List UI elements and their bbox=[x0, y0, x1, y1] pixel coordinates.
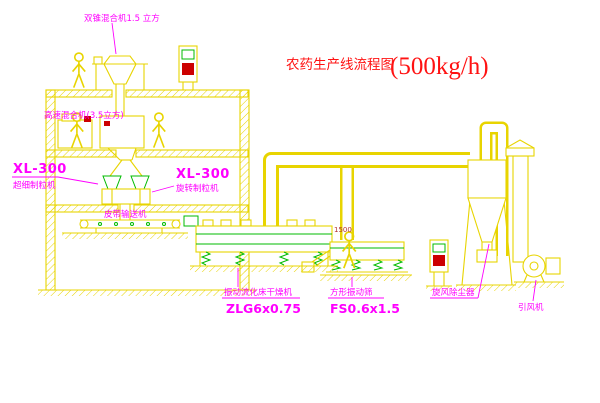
cabinet-panel bbox=[432, 243, 446, 253]
fan-motor bbox=[545, 257, 561, 275]
cyclone-separator bbox=[461, 159, 513, 286]
mixer-motor bbox=[93, 56, 103, 65]
dryer-exhaust-duct bbox=[263, 152, 470, 236]
label-high-speed-mixer: 高速混合机(3.5立方) bbox=[44, 110, 124, 121]
conveyor-pulley bbox=[171, 219, 181, 229]
cabinet-indicator bbox=[433, 255, 445, 266]
screen-spring bbox=[350, 259, 362, 271]
high-speed-mixer bbox=[57, 113, 93, 149]
label-screen-model: FS0.6x1.5 bbox=[330, 301, 400, 316]
worker-figure bbox=[151, 112, 167, 149]
hopper-left bbox=[102, 175, 122, 190]
label-leaders bbox=[12, 22, 537, 302]
label-dryer-name: 振动流化床干燥机 bbox=[224, 287, 293, 298]
cabinet-indicator bbox=[182, 63, 194, 75]
building-structure bbox=[45, 89, 250, 291]
dryer-spring bbox=[200, 251, 212, 266]
label-screen-name: 方形振动筛 bbox=[330, 287, 373, 298]
drawing-capacity: (500kg/h) bbox=[390, 53, 489, 80]
drawing-title: 农药生产线流程图 bbox=[286, 57, 394, 73]
induced-draft-fan bbox=[522, 254, 561, 283]
label-double-cone-mixer: 双锥混合机1.5 立方 bbox=[84, 13, 160, 24]
mixer-motor-red bbox=[84, 116, 91, 122]
conveyor-pulley bbox=[79, 219, 89, 229]
label-belt-conveyor: 皮带输送机 bbox=[104, 209, 147, 220]
label-left-name: 超细制粒机 bbox=[13, 180, 56, 191]
label-left-model: XL-300 bbox=[13, 162, 67, 177]
cabinet-panel bbox=[181, 49, 195, 60]
fluid-bed-dryer bbox=[183, 215, 333, 266]
control-cabinet-right bbox=[429, 239, 449, 286]
feeder-machine bbox=[99, 115, 145, 161]
hopper-right bbox=[130, 175, 150, 190]
dimension-1500: 1500 bbox=[334, 226, 352, 234]
exhaust-stack bbox=[505, 139, 535, 263]
rain-cap bbox=[505, 139, 535, 149]
label-center-model: XL-300 bbox=[176, 167, 230, 182]
worker-figure bbox=[71, 52, 87, 89]
feeder-motor-red bbox=[104, 121, 110, 126]
ground-lines bbox=[38, 232, 564, 296]
double-cone-mixer bbox=[92, 55, 148, 116]
screen-spring bbox=[372, 259, 384, 271]
label-fan: 引风机 bbox=[518, 302, 544, 313]
dryer-inlet bbox=[183, 215, 199, 227]
granulator-xl300 bbox=[101, 159, 151, 220]
dryer-spring bbox=[278, 251, 290, 266]
dryer-spring bbox=[234, 251, 246, 266]
control-cabinet-top bbox=[178, 45, 198, 90]
label-center-name: 旋转制粒机 bbox=[176, 183, 219, 194]
label-dryer-model: ZLG6x0.75 bbox=[226, 301, 301, 316]
belt-conveyor bbox=[79, 219, 181, 233]
label-cyclone: 旋风除尘器 bbox=[432, 287, 475, 298]
screen-spring bbox=[392, 259, 404, 271]
